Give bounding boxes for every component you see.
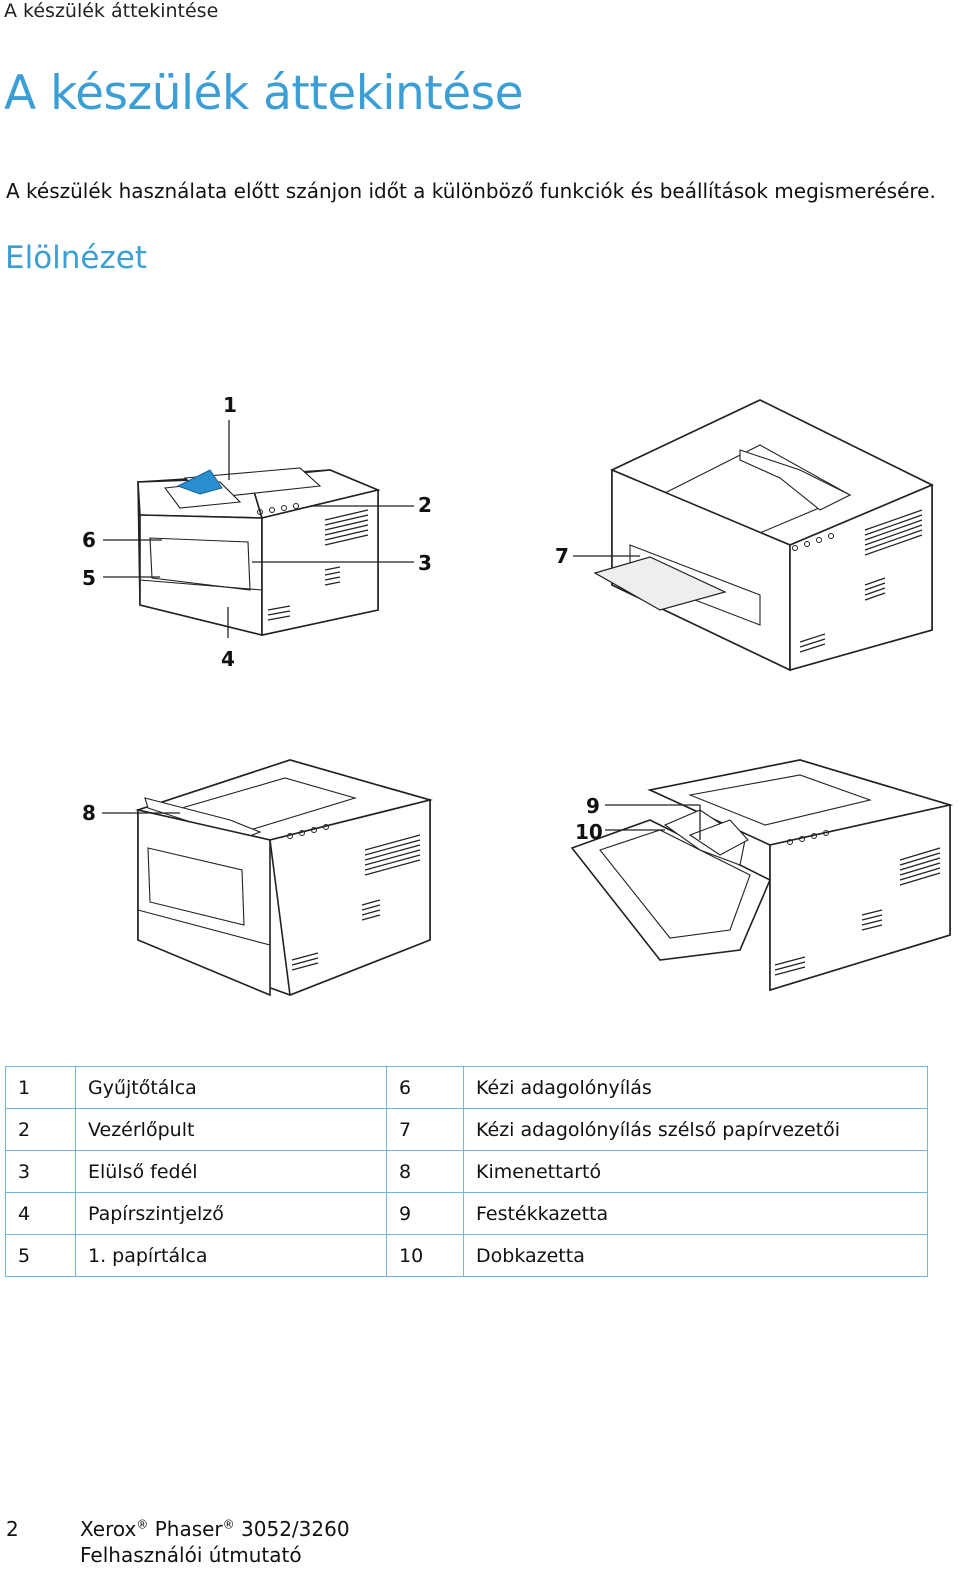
part-number: 9 <box>386 1192 464 1235</box>
callout-9: 9 <box>586 794 600 818</box>
section-heading: Elölnézet <box>5 240 147 276</box>
footer-brand: Xerox <box>80 1517 137 1541</box>
part-number: 3 <box>5 1150 76 1193</box>
callout-8: 8 <box>82 801 96 825</box>
part-name: Gyűjtőtálca <box>75 1066 387 1109</box>
part-name: Kimenettartó <box>463 1150 928 1193</box>
footer-model: 3052/3260 <box>241 1517 350 1541</box>
part-name: Dobkazetta <box>463 1234 928 1277</box>
page-number: 2 <box>6 1517 19 1541</box>
part-number: 5 <box>5 1234 76 1277</box>
callout-3: 3 <box>418 551 432 575</box>
printer-illustration-cover-open <box>570 759 954 992</box>
page-title: A készülék áttekintése <box>4 66 524 121</box>
printer-front-view-figure: 1 2 3 4 5 6 7 <box>82 393 954 997</box>
part-number: 10 <box>386 1234 464 1277</box>
part-number: 4 <box>5 1192 76 1235</box>
footer-product: Xerox® Phaser® 3052/3260 <box>80 1517 350 1541</box>
callout-6: 6 <box>82 528 96 552</box>
registered-mark: ® <box>136 1517 149 1532</box>
table-row: 1 Gyűjtőtálca 6 Kézi adagolónyílás <box>5 1066 928 1109</box>
part-name: Festékkazetta <box>463 1192 928 1235</box>
part-number: 6 <box>386 1066 464 1109</box>
callout-10: 10 <box>575 820 603 844</box>
table-row: 4 Papírszintjelző 9 Festékkazetta <box>5 1192 928 1235</box>
registered-mark: ® <box>222 1517 235 1532</box>
part-name: Papírszintjelző <box>75 1192 387 1235</box>
printer-illustration-output-support <box>135 759 434 997</box>
table-row: 3 Elülső fedél 8 Kimenettartó <box>5 1150 928 1193</box>
part-number: 7 <box>386 1108 464 1151</box>
callout-5: 5 <box>82 566 96 590</box>
part-name: Elülső fedél <box>75 1150 387 1193</box>
callout-1: 1 <box>223 393 237 417</box>
table-row: 2 Vezérlőpult 7 Kézi adagolónyílás széls… <box>5 1108 928 1151</box>
part-name: Kézi adagolónyílás <box>463 1066 928 1109</box>
running-header: A készülék áttekintése <box>4 0 219 22</box>
part-name: Kézi adagolónyílás szélső papírvezetői <box>463 1108 928 1151</box>
part-name: 1. papírtálca <box>75 1234 387 1277</box>
footer-guide-title: Felhasználói útmutató <box>80 1543 302 1567</box>
printer-illustration-front <box>137 467 381 637</box>
part-number: 8 <box>386 1150 464 1193</box>
parts-table: 1 Gyűjtőtálca 6 Kézi adagolónyílás 2 Vez… <box>5 1066 928 1277</box>
printer-illustration-manual-feed <box>593 399 934 672</box>
part-number: 1 <box>5 1066 76 1109</box>
intro-paragraph: A készülék használata előtt szánjon időt… <box>6 179 936 203</box>
part-number: 2 <box>5 1108 76 1151</box>
footer-product-name: Phaser <box>154 1517 223 1541</box>
table-row: 5 1. papírtálca 10 Dobkazetta <box>5 1234 928 1277</box>
callout-7: 7 <box>555 544 569 568</box>
part-name: Vezérlőpult <box>75 1108 387 1151</box>
callout-2: 2 <box>418 493 432 517</box>
callout-4: 4 <box>221 647 235 671</box>
